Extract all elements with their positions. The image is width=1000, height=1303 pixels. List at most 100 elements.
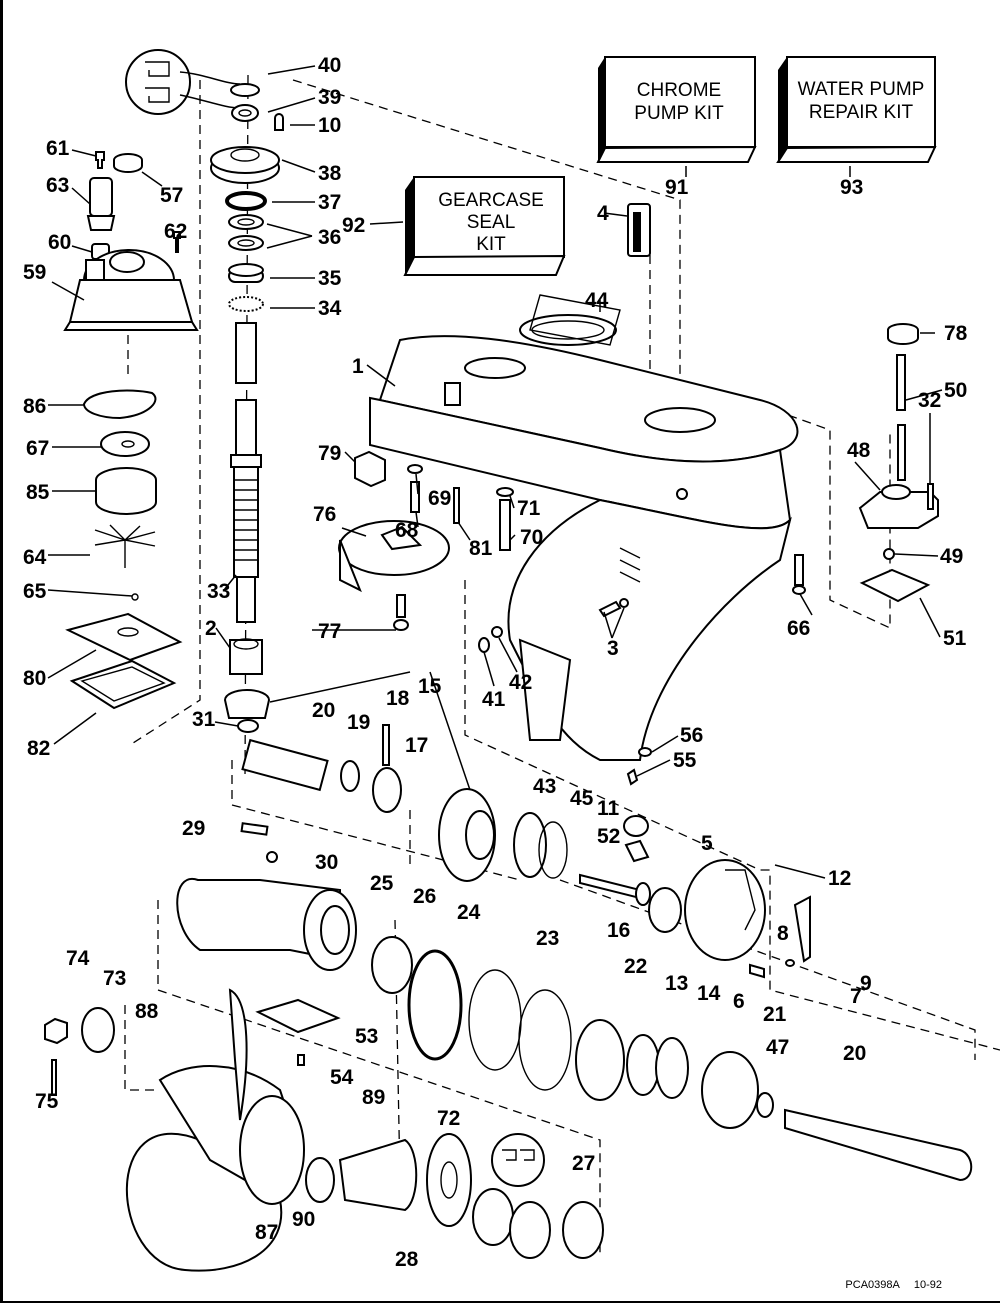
drawing-footer: PCA0398A 10-92	[831, 1279, 942, 1291]
kit-ref-93: 93	[840, 176, 863, 199]
callout-27: 27	[572, 1152, 595, 1175]
callout-15: 15	[418, 675, 442, 698]
callout-78: 78	[944, 322, 968, 345]
callout-75: 75	[35, 1090, 59, 1113]
callout-3: 3	[607, 637, 619, 660]
callout-62: 62	[164, 220, 187, 243]
callout-72: 72	[437, 1107, 460, 1130]
callout-11: 11	[597, 797, 620, 820]
callout-18: 18	[386, 687, 410, 710]
callout-32: 32	[918, 389, 941, 412]
callout-85: 85	[26, 481, 50, 504]
callout-53: 53	[355, 1025, 378, 1048]
drawing-number: PCA0398A	[845, 1279, 900, 1291]
left-border	[0, 0, 3, 1303]
callout-63: 63	[46, 174, 69, 197]
callout-8: 8	[777, 922, 789, 945]
callout-26: 26	[413, 885, 436, 908]
callout-69: 69	[428, 487, 451, 510]
callout-73: 73	[103, 967, 126, 990]
callout-45: 45	[570, 787, 594, 810]
callout-25: 25	[370, 872, 394, 895]
callout-81: 81	[469, 537, 493, 560]
bottom-border	[0, 1301, 1000, 1303]
seal-detail-inset	[125, 49, 241, 115]
callout-77: 77	[318, 620, 341, 643]
callout-14: 14	[697, 982, 721, 1005]
callout-10: 10	[318, 114, 341, 137]
callout-66: 66	[787, 617, 810, 640]
callout-47: 47	[766, 1036, 789, 1059]
callout-64: 64	[23, 546, 47, 569]
callout-9: 9	[860, 972, 872, 995]
driveshaft-threads	[234, 479, 258, 561]
callout-89: 89	[362, 1086, 385, 1109]
callout-87: 87	[255, 1221, 278, 1244]
callout-90: 90	[292, 1208, 315, 1231]
callout-24: 24	[457, 901, 481, 924]
callout-28: 28	[395, 1248, 419, 1271]
gearcase-seal-kit-box: GEARCASE SEAL KIT	[369, 176, 566, 276]
callout-13: 13	[665, 972, 688, 995]
callout-4: 4	[597, 202, 609, 225]
water-pump-kit-line2: REPAIR KIT	[809, 102, 914, 123]
callout-65: 65	[23, 580, 47, 603]
drawing-date: 10-92	[913, 1279, 942, 1291]
callout-33: 33	[207, 580, 230, 603]
chrome-pump-kit-box: CHROME PUMP KIT	[596, 56, 757, 177]
callout-31: 31	[192, 708, 216, 731]
callout-55: 55	[673, 749, 697, 772]
gearcase-housing	[369, 203, 799, 786]
callout-52: 52	[597, 825, 620, 848]
callout-2: 2	[205, 617, 217, 640]
callout-82: 82	[27, 737, 50, 760]
callout-35: 35	[318, 267, 342, 290]
callout-86: 86	[23, 395, 46, 418]
callout-30: 30	[315, 851, 338, 874]
callout-20: 20	[843, 1042, 866, 1065]
driveshaft-stack	[210, 83, 284, 733]
callout-79: 79	[318, 442, 341, 465]
gearcase-seal-kit-line2: SEAL	[467, 212, 516, 233]
callout-54: 54	[330, 1066, 354, 1089]
lower-unit-lower	[44, 822, 973, 1272]
chrome-pump-kit-line1: CHROME	[637, 80, 721, 101]
callout-23: 23	[536, 927, 559, 950]
callout-56: 56	[680, 724, 703, 747]
callout-29: 29	[182, 817, 205, 840]
callout-17: 17	[405, 734, 428, 757]
callout-61: 61	[46, 137, 70, 160]
callout-34: 34	[318, 297, 342, 320]
callout-21: 21	[763, 1003, 787, 1026]
water-pump-parts	[63, 151, 199, 710]
callout-68: 68	[395, 519, 419, 542]
callout-57: 57	[160, 184, 183, 207]
callout-16: 16	[607, 919, 630, 942]
kit-ref-91: 91	[665, 176, 689, 199]
callout-41: 41	[482, 688, 506, 711]
callout-5: 5	[701, 832, 713, 855]
callout-40: 40	[318, 54, 341, 77]
callout-12: 12	[828, 867, 851, 890]
chrome-pump-kit-line2: PUMP KIT	[634, 103, 724, 124]
callout-76: 76	[313, 503, 336, 526]
callout-80: 80	[23, 667, 46, 690]
callout-48: 48	[847, 439, 871, 462]
callout-59: 59	[23, 261, 46, 284]
gear-assembly-middle	[241, 724, 826, 979]
callout-19: 19	[347, 711, 370, 734]
callout-74: 74	[66, 947, 90, 970]
water-pump-repair-kit-box: WATER PUMP REPAIR KIT	[776, 56, 937, 177]
kit-ref-92: 92	[342, 214, 365, 237]
callout-49: 49	[940, 545, 963, 568]
callout-67: 67	[26, 437, 49, 460]
callout-22: 22	[624, 955, 647, 978]
callout-6: 6	[733, 990, 745, 1013]
callout-38: 38	[318, 162, 342, 185]
callout-1: 1	[352, 355, 364, 378]
callout-20: 20	[312, 699, 335, 722]
callout-51: 51	[943, 627, 967, 650]
callout-71: 71	[517, 497, 541, 520]
callout-39: 39	[318, 86, 341, 109]
